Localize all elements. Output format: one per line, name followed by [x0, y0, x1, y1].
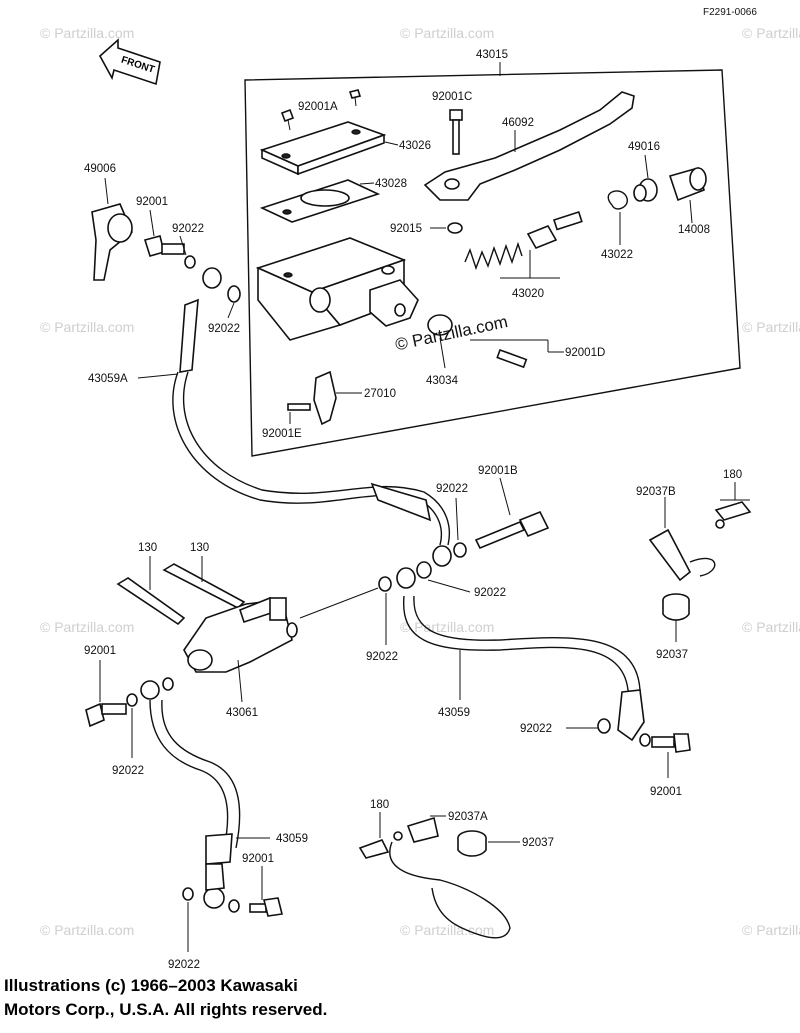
label-180-bot: 180 [370, 799, 389, 811]
label-43028: 43028 [375, 178, 407, 190]
label-92022-d: 92022 [366, 651, 398, 663]
copyright-notice: Illustrations (c) 1966–2003 Kawasaki Mot… [4, 974, 327, 1022]
nut-icon [447, 222, 463, 234]
piston-spring-icon [464, 210, 583, 271]
label-92001C: 92001C [432, 91, 472, 103]
watermark: © Partzilla.com [400, 25, 494, 41]
washer-icon [597, 718, 611, 734]
label-43059A: 43059A [88, 373, 128, 385]
label-92022-left: 92022 [112, 765, 144, 777]
label-92022-b: 92022 [436, 483, 468, 495]
label-92001-top: 92001 [136, 196, 168, 208]
banjo-cover-icon [91, 203, 133, 281]
label-92022-c: 92022 [474, 587, 506, 599]
label-43059-mid: 43059 [438, 707, 470, 719]
brake-hose-lower-icon [149, 699, 241, 909]
label-92022-e: 92022 [520, 723, 552, 735]
end-cap-icon [668, 167, 707, 202]
watermark: © Partzilla.com [400, 619, 494, 635]
brake-switch-icon [287, 370, 337, 426]
label-130-b: 130 [190, 542, 209, 554]
label-43015: 43015 [476, 49, 508, 61]
label-92037A: 92037A [448, 811, 488, 823]
dust-boot-icon [633, 178, 658, 202]
brake-hose-middle-icon [402, 595, 645, 742]
label-92022-top: 92022 [172, 223, 204, 235]
caliper-icon [183, 596, 298, 673]
banjo-bolt-icon [143, 235, 196, 269]
grommet-top-icon [662, 593, 690, 621]
label-14008: 14008 [678, 224, 710, 236]
label-43034: 43034 [426, 375, 459, 387]
label-92001-left: 92001 [84, 645, 116, 657]
label-92037-top: 92037 [656, 649, 688, 661]
label-27010: 27010 [364, 388, 396, 400]
copyright-line-1: Illustrations (c) 1966–2003 Kawasaki [4, 976, 298, 995]
label-92037-bot: 92037 [522, 837, 554, 849]
watermark-layer: © Partzilla.com © Partzilla.com © Partzi… [40, 25, 800, 938]
label-43026: 43026 [399, 140, 431, 152]
label-43022: 43022 [601, 249, 633, 261]
copyright-line-2: Motors Corp., U.S.A. All rights reserved… [4, 1000, 328, 1019]
washer-icon [182, 887, 194, 901]
banjo-bolt-left-icon [85, 677, 174, 728]
brake-hose-upper-icon [172, 267, 451, 546]
label-92001D: 92001D [565, 347, 605, 359]
front-arrow-icon: FRONT [98, 38, 161, 86]
pivot-bolt-icon [449, 109, 463, 155]
label-92001B: 92001B [478, 465, 518, 477]
banjo-junction-icon [378, 545, 452, 592]
pivot-nut-icon [427, 314, 528, 369]
reservoir-cap-icon [259, 89, 387, 176]
label-43059-low: 43059 [276, 833, 308, 845]
brake-lever-icon [423, 91, 635, 201]
hose-clamp-bottom-icon [358, 816, 511, 939]
label-46092: 46092 [502, 117, 534, 129]
figure-code: F2291-0066 [703, 7, 757, 18]
watermark: © Partzilla.com [742, 25, 800, 41]
clip-icon [607, 190, 628, 210]
label-43061: 43061 [226, 707, 258, 719]
label-92001-right: 92001 [650, 786, 682, 798]
label-92001-low: 92001 [242, 853, 274, 865]
label-92022-low: 92022 [168, 959, 200, 971]
diaphragm-icon [259, 179, 381, 223]
assembly-box [244, 69, 741, 457]
master-cylinder-icon [255, 237, 419, 341]
watermark: © Partzilla.com [742, 319, 800, 335]
watermark: © Partzilla.com [400, 922, 494, 938]
label-92015: 92015 [390, 223, 422, 235]
watermark: © Partzilla.com [40, 922, 134, 938]
label-92022-mid: 92022 [208, 323, 240, 335]
bleeder-bolt-icon [474, 510, 550, 550]
watermark: © Partzilla.com [40, 619, 134, 635]
washer-icon [227, 285, 241, 303]
watermark: © Partzilla.com [742, 922, 800, 938]
watermark: © Partzilla.com [742, 619, 800, 635]
hose-clamp-top-icon [648, 501, 752, 582]
banjo-bolt-right-icon [639, 733, 691, 753]
banjo-bolt-low-icon [228, 897, 283, 917]
watermark-center: © Partzilla.com [393, 312, 509, 354]
watermark: © Partzilla.com [40, 319, 134, 335]
mounting-bolts-icon [116, 563, 246, 626]
label-130-a: 130 [138, 542, 157, 554]
label-92001E: 92001E [262, 428, 302, 440]
label-43020: 43020 [512, 288, 544, 300]
label-180-top: 180 [723, 469, 742, 481]
label-49016: 49016 [628, 141, 660, 153]
label-92001A: 92001A [298, 101, 338, 113]
label-92037B: 92037B [636, 486, 676, 498]
washer-icon [453, 542, 467, 558]
label-49006: 49006 [84, 163, 116, 175]
grommet-bottom-icon [457, 830, 487, 857]
watermark: © Partzilla.com [40, 25, 134, 41]
